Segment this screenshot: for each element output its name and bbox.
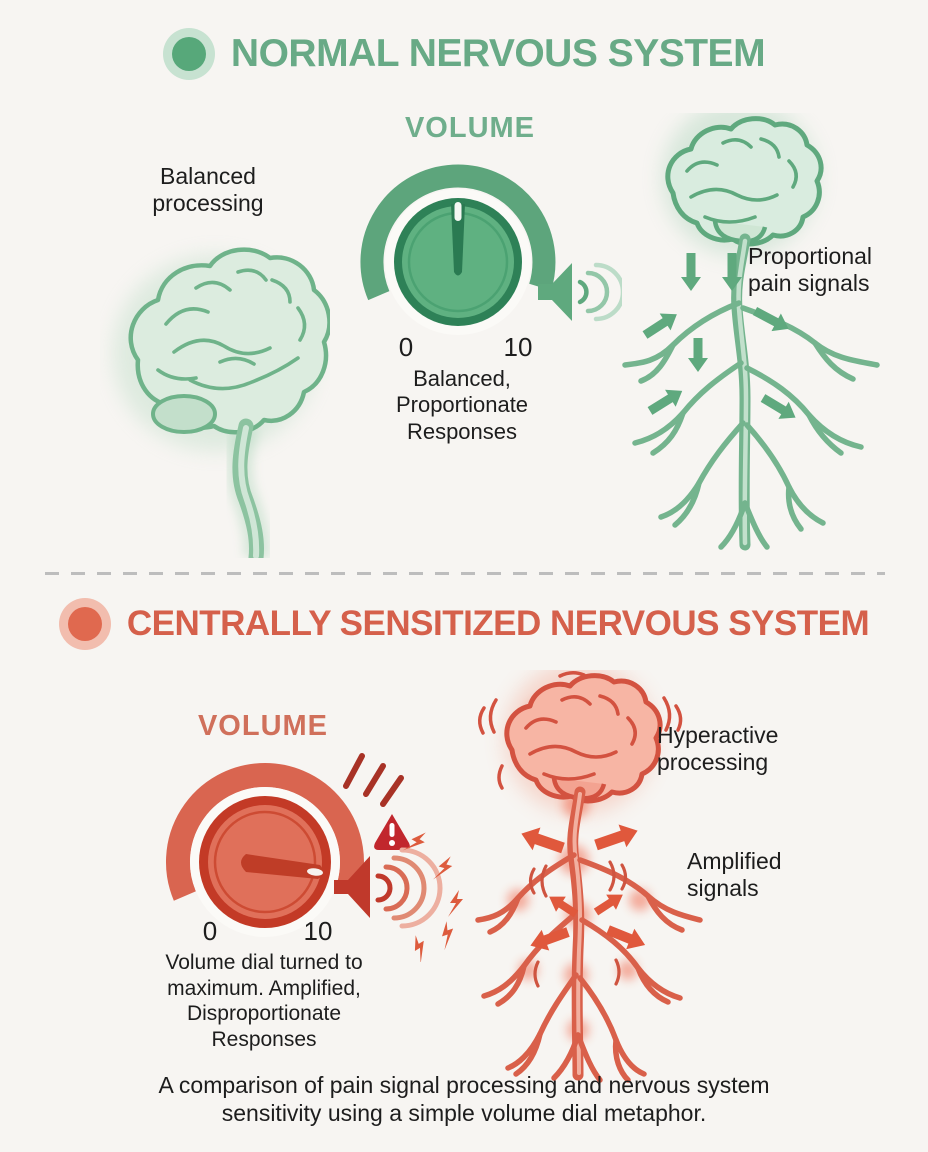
brain-folds xyxy=(156,268,307,391)
brain-icon xyxy=(113,247,330,558)
sensitized-section-title: CENTRALLY SENSITIZED NERVOUS SYSTEM xyxy=(126,604,870,643)
dial-pointer xyxy=(451,204,465,276)
hyperactive-processing-label: Hyperactive processing xyxy=(657,722,779,775)
normal-section-header: NORMAL NERVOUS SYSTEM xyxy=(0,28,928,80)
brain-folds xyxy=(685,137,798,224)
speaker-icon xyxy=(538,262,622,322)
nerve-branches xyxy=(622,300,880,550)
nerve-branches xyxy=(475,852,703,1083)
amplified-signals-label: Amplified signals xyxy=(687,848,782,901)
volume-dial-icon xyxy=(166,753,463,962)
brain-folds xyxy=(524,694,637,781)
sensitized-section-header: CENTRALLY SENSITIZED NERVOUS SYSTEM xyxy=(0,598,928,650)
brain-outline xyxy=(665,116,824,247)
normal-dial-caption: Balanced, Proportionate Responses xyxy=(395,366,529,444)
vibration-marks xyxy=(478,671,683,790)
dial-max-label: 10 xyxy=(303,916,333,946)
brain-outline xyxy=(504,673,663,804)
amplified-arrows xyxy=(521,824,646,951)
dial-arc xyxy=(360,164,556,301)
normal-section-title: NORMAL NERVOUS SYSTEM xyxy=(230,32,766,75)
dial-max-label: 10 xyxy=(503,332,533,362)
section-divider xyxy=(45,572,885,575)
stress-marks-icon xyxy=(343,753,404,807)
sensitized-dial-caption: Volume dial turned to maximum. Amplified… xyxy=(165,951,363,1051)
dial-min-label: 0 xyxy=(202,916,218,946)
speaker-body xyxy=(538,263,572,321)
dial-arc xyxy=(166,763,364,901)
nervous-system-icon xyxy=(622,113,880,551)
nervous-system-icon xyxy=(475,670,703,1083)
dial-min-label: 0 xyxy=(398,332,414,362)
lightning-bolt-icon xyxy=(402,832,463,962)
sensitized-volume-label: VOLUME xyxy=(197,710,329,742)
normal-volume-label: VOLUME xyxy=(404,112,536,144)
proportional-signals-label: Proportional pain signals xyxy=(748,243,873,296)
cerebellum xyxy=(151,394,217,434)
dial-pointer xyxy=(241,854,324,879)
bullet-dot-icon xyxy=(162,28,215,80)
bullet-dot-icon xyxy=(58,598,111,650)
sound-waves-icon xyxy=(577,262,622,322)
speaker-icon xyxy=(334,856,370,918)
volume-dial-icon xyxy=(360,164,556,335)
signal-arrows xyxy=(642,253,796,419)
balanced-processing-label: Balanced processing xyxy=(152,163,264,216)
vibration-marks xyxy=(528,860,628,988)
footer-caption: A comparison of pain signal processing a… xyxy=(158,1072,770,1126)
warning-icon xyxy=(374,814,410,850)
sound-waves-icon xyxy=(375,847,443,929)
